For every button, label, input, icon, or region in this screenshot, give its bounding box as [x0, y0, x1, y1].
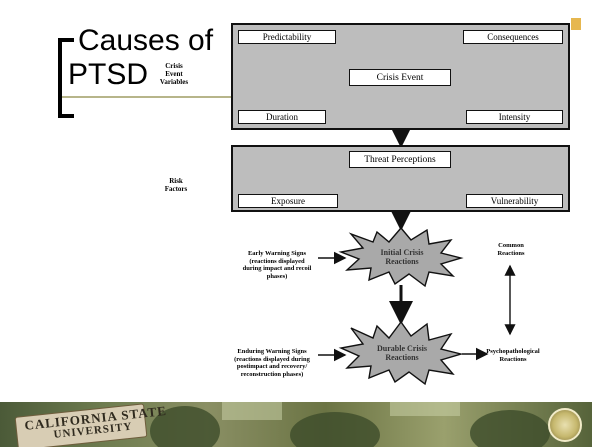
university-sign: CALIFORNIA STATE UNIVERSITY [14, 403, 168, 447]
title-bracket [58, 38, 62, 118]
durable-reactions-burst [338, 320, 464, 386]
vulnerability-box: Vulnerability [466, 194, 563, 208]
footer-sky [390, 402, 460, 416]
title-rule [62, 96, 238, 98]
slide-title-line1: Causes of [78, 24, 214, 57]
intensity-box: Intensity [466, 110, 563, 124]
crisis-event-box: Crisis Event [349, 69, 451, 86]
common-reactions-label: Common Reactions [497, 242, 525, 257]
title-bracket-bottom [58, 114, 74, 118]
footer-tree [290, 412, 380, 447]
threat-perceptions-box: Threat Perceptions [349, 151, 451, 168]
initial-reactions-burst [338, 226, 464, 288]
enduring-warning-signs-label: Enduring Warning Signs (reactions displa… [234, 348, 310, 378]
predictability-box: Predictability [238, 30, 336, 44]
initial-reactions-label: Initial Crisis Reactions [380, 248, 424, 266]
risk-factors-label: Risk Factors [164, 177, 188, 193]
footer-tree [150, 406, 220, 447]
title-bracket-top [58, 38, 74, 42]
early-warning-signs-label: Early Warning Signs (reactions displayed… [242, 250, 312, 280]
consequences-box: Consequences [463, 30, 563, 44]
exposure-box: Exposure [238, 194, 338, 208]
slide-title-line2: PTSD [68, 58, 149, 91]
footer-banner: CALIFORNIA STATE UNIVERSITY [0, 402, 592, 447]
durable-reactions-label: Durable Crisis Reactions [377, 344, 427, 362]
psychopathological-reactions-label: Psychopathological Reactions [486, 348, 540, 363]
footer-tree [470, 410, 550, 447]
university-seal-icon [548, 408, 582, 442]
accent-square [571, 18, 581, 30]
footer-sky [222, 402, 282, 420]
duration-box: Duration [238, 110, 326, 124]
crisis-event-variables-label: Crisis Event Variables [159, 62, 189, 86]
